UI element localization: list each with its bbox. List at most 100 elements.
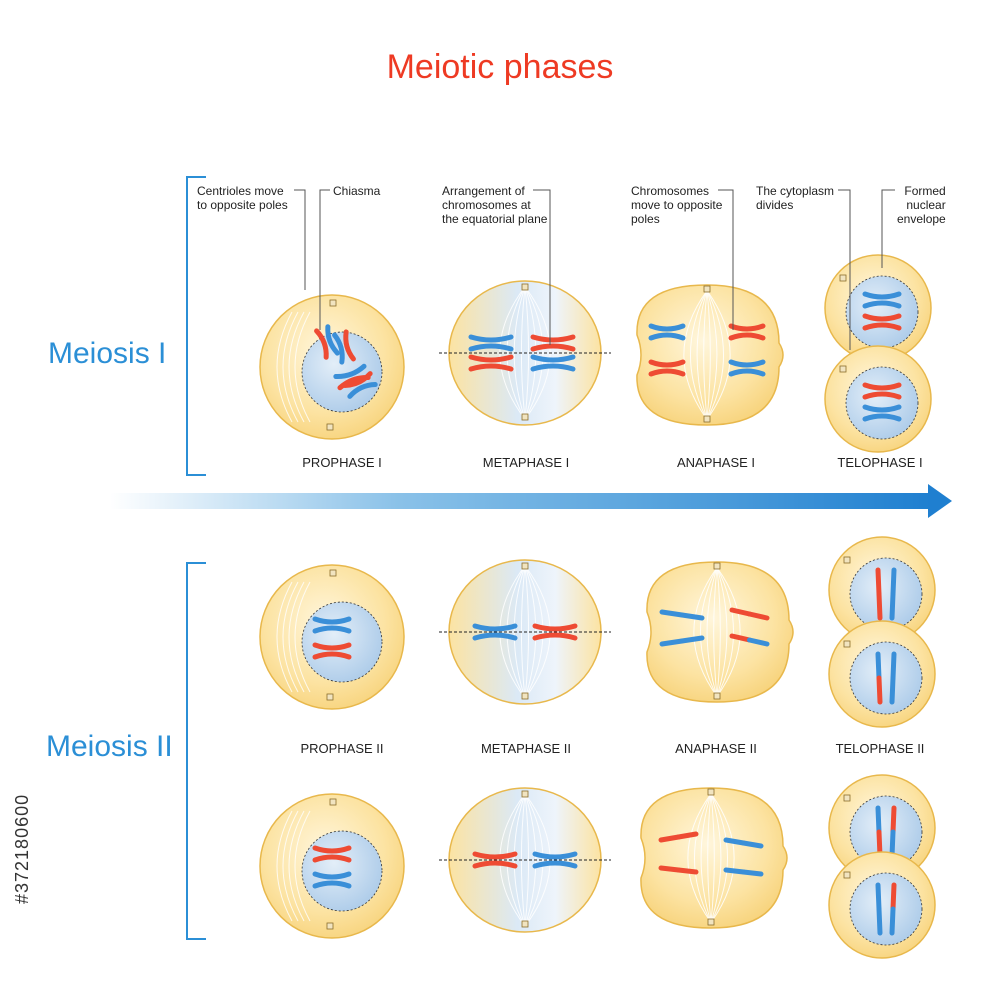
meiosis-one-label: Meiosis I [48,337,167,370]
annotation-envelope: Formed nuclear envelope [897,184,946,226]
annotation-centrioles: Centrioles move to opposite poles [197,184,288,212]
cell-telophase-i-top [824,254,932,362]
chromosome [728,359,766,377]
phase-label-telophase-i: TELOPHASE I [837,455,923,470]
spindle-fiber [710,793,735,923]
centriole [521,692,529,700]
spindle-fiber [294,810,311,922]
centriole [843,871,851,879]
spindle-fiber [693,567,718,697]
chromatid [889,829,896,859]
phase-label-metaphase-ii: METAPHASE II [480,741,572,756]
spindle-fiber [703,290,708,420]
chromosome [530,354,576,372]
spindle-fiber [710,793,715,923]
chromatid [530,363,576,372]
chromatid [659,638,685,647]
chromosome [862,404,902,422]
chromatid [862,322,902,331]
meiosis-two-label: Meiosis II [46,730,173,763]
phase-label-prophase-ii: PROPHASE II [300,741,384,756]
chromosome [648,323,686,341]
chromatid [333,363,367,379]
chromatid [312,871,352,880]
annotation-chiasma: Chiasma [333,184,381,198]
phase-label-telophase-ii: TELOPHASE II [835,741,925,756]
spindle-fiber [699,567,718,697]
spindle-fiber [294,581,311,693]
centriole [329,299,337,307]
chromatid [747,637,770,647]
spindle-fiber [282,311,299,423]
centriole [843,556,851,564]
chromosome [468,354,514,372]
progress-arrow-shaft [110,493,930,509]
spindle-fiber [696,290,708,420]
centriole [326,423,334,431]
spindle-fiber [710,793,722,923]
nucleus [301,830,383,912]
spindle-fiber [524,565,544,699]
spindle-fiber [716,567,735,697]
chromatid [472,860,518,869]
chromatid [676,867,699,875]
chromosome [728,323,766,341]
chromatid [747,611,770,621]
page-title: Meiotic phases [386,48,614,86]
spindle-fiber [693,793,712,923]
cell-metaphase-i [439,280,611,426]
nucleus [301,601,383,683]
cell-telophase-ii-b-bottom [828,851,936,959]
nucleus [849,641,923,715]
chromatid [862,291,902,300]
nucleus [845,275,919,349]
chromatid [325,324,340,356]
centriole [707,788,715,796]
centriole [521,790,529,798]
chromatid [530,343,576,352]
chromatid [312,854,352,863]
spindle-fiber [294,311,311,423]
chromatid [875,651,882,681]
chromatid [889,906,896,936]
chromatid [889,675,896,705]
spindle-fiber [707,793,712,923]
chromatid [343,329,356,362]
cell-anaphase-ii-a [646,561,794,703]
chromatid [530,354,576,363]
annotation-leader-lines [294,189,895,350]
chromosome [312,642,352,660]
spindle-fiber [506,793,526,927]
chromatid [312,642,352,651]
chromatid [862,404,902,413]
spindle-fiber [288,581,305,693]
chromatid [312,625,352,634]
spindle-fiber [716,567,721,697]
spindle-fiber [716,567,728,697]
nucleus [849,872,923,946]
chromatid [741,869,764,877]
chromosome [862,382,902,400]
chromatid [532,623,578,632]
centriole [521,562,529,570]
centriole [521,283,529,291]
chromatid [472,851,518,860]
phase-label-anaphase-ii: ANAPHASE II [675,741,757,756]
spindle-fiber [687,793,712,923]
chromatid [648,323,686,332]
spindle-fiber [276,581,293,693]
spindle-fiber [706,290,725,420]
chromatid [347,382,378,399]
chromosome [468,334,514,352]
cell-prophase-i [259,294,405,440]
spindle-fiber [683,290,708,420]
chromatid [723,837,746,846]
meiosis-one-bracket [186,176,206,476]
chromatid [876,591,883,621]
chromosome [532,623,578,641]
annotation-arrangement: Arrangement of chromosomes at the equato… [442,184,548,226]
chromatid [468,354,514,363]
chromatid [312,880,352,889]
chromatid [889,591,896,621]
